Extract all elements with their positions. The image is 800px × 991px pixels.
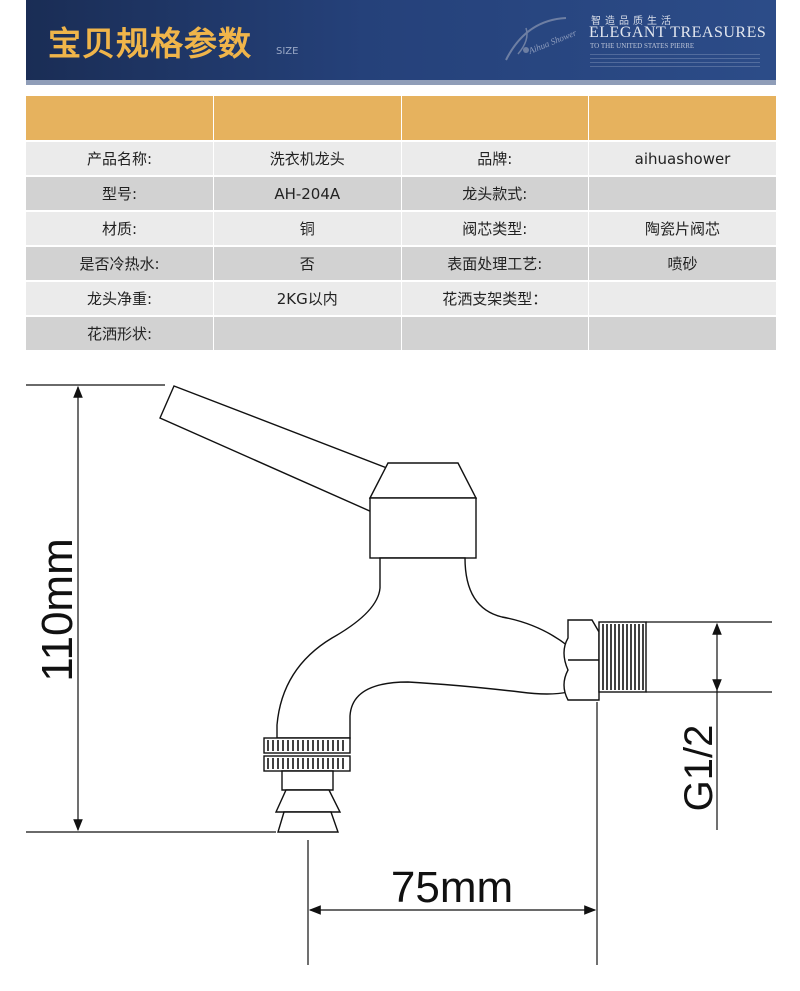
coupling-knurl bbox=[267, 740, 344, 769]
spec-label bbox=[401, 316, 589, 352]
spec-label: 花洒形状: bbox=[26, 316, 214, 352]
decorative-lines bbox=[590, 54, 760, 68]
spec-value: 喷砂 bbox=[588, 246, 776, 282]
spec-value bbox=[588, 281, 776, 317]
hose-barb-neck bbox=[281, 770, 334, 791]
header-banner: 宝贝规格参数 SIZE Aihua Shower 智造品质生活 ELEGANT … bbox=[26, 0, 776, 80]
dimension-lines bbox=[26, 384, 772, 965]
table-row: 龙头净重: 2KG以内 花洒支架类型： bbox=[26, 281, 776, 317]
table-row: 产品名称: 洗衣机龙头 品牌: aihuashower bbox=[26, 141, 776, 177]
table-row: 型号: AH-204A 龙头款式: bbox=[26, 176, 776, 212]
header-cell bbox=[213, 96, 402, 142]
spec-value: 铜 bbox=[213, 211, 402, 247]
coupling-ring-top bbox=[263, 737, 351, 754]
brand-slogan-en-sub: TO THE UNITED STATES PIERRE bbox=[590, 42, 695, 50]
coupling-ring-bottom bbox=[263, 755, 351, 772]
table-header-row bbox=[26, 96, 776, 142]
hose-barb-lower bbox=[277, 811, 339, 833]
faucet-outline bbox=[159, 385, 647, 833]
spec-value: 2KG以内 bbox=[213, 281, 402, 317]
spec-label: 龙头款式: bbox=[401, 176, 589, 212]
spec-label: 阀芯类型: bbox=[401, 211, 589, 247]
faucet-handle bbox=[159, 385, 388, 513]
page-title: 宝贝规格参数 bbox=[48, 24, 252, 63]
spec-label: 型号: bbox=[26, 176, 214, 212]
spec-value bbox=[588, 316, 776, 352]
spec-label: 龙头净重: bbox=[26, 281, 214, 317]
brand-slogan-cn: 智造品质生活 bbox=[591, 16, 675, 27]
valve-cap-top bbox=[368, 462, 478, 499]
spec-value: aihuashower bbox=[588, 141, 776, 177]
width-label: 75mm bbox=[391, 863, 513, 912]
faucet-body bbox=[276, 557, 569, 739]
table-row: 是否冷热水: 否 表面处理工艺: 喷砂 bbox=[26, 246, 776, 282]
spec-label: 是否冷热水: bbox=[26, 246, 214, 282]
table-row: 材质: 铜 阀芯类型: 陶瓷片阀芯 bbox=[26, 211, 776, 247]
thread-hatching bbox=[602, 624, 644, 690]
spec-value bbox=[588, 176, 776, 212]
page-subtitle: SIZE bbox=[276, 46, 299, 57]
spec-label: 花洒支架类型： bbox=[401, 281, 589, 317]
spec-value: 洗衣机龙头 bbox=[213, 141, 402, 177]
brand-slogan-en: ELEGANT TREASURES bbox=[589, 24, 767, 41]
spec-label: 表面处理工艺: bbox=[401, 246, 589, 282]
header-cell bbox=[401, 96, 589, 142]
valve-cap-body bbox=[369, 497, 477, 559]
spec-label: 品牌: bbox=[401, 141, 589, 177]
height-label: 110mm bbox=[33, 538, 82, 681]
spec-value bbox=[213, 316, 402, 352]
spec-label: 产品名称: bbox=[26, 141, 214, 177]
faucet-dimension-drawing: 110mm 75mm G1/2 bbox=[26, 384, 772, 965]
spec-label: 材质: bbox=[26, 211, 214, 247]
header-cell bbox=[26, 96, 214, 142]
logo-text: Aihua Shower bbox=[526, 27, 578, 56]
brand-logo-icon: Aihua Shower bbox=[505, 17, 578, 61]
spec-value: 陶瓷片阀芯 bbox=[588, 211, 776, 247]
thread-label: G1/2 bbox=[677, 725, 721, 812]
spec-table: 产品名称: 洗衣机龙头 品牌: aihuashower 型号: AH-204A … bbox=[26, 96, 776, 352]
hose-barb-upper bbox=[274, 789, 342, 813]
spec-value: AH-204A bbox=[213, 176, 402, 212]
table-row: 花洒形状: bbox=[26, 316, 776, 352]
header-cell bbox=[588, 96, 776, 142]
spec-value: 否 bbox=[213, 246, 402, 282]
banner-divider bbox=[26, 80, 776, 85]
